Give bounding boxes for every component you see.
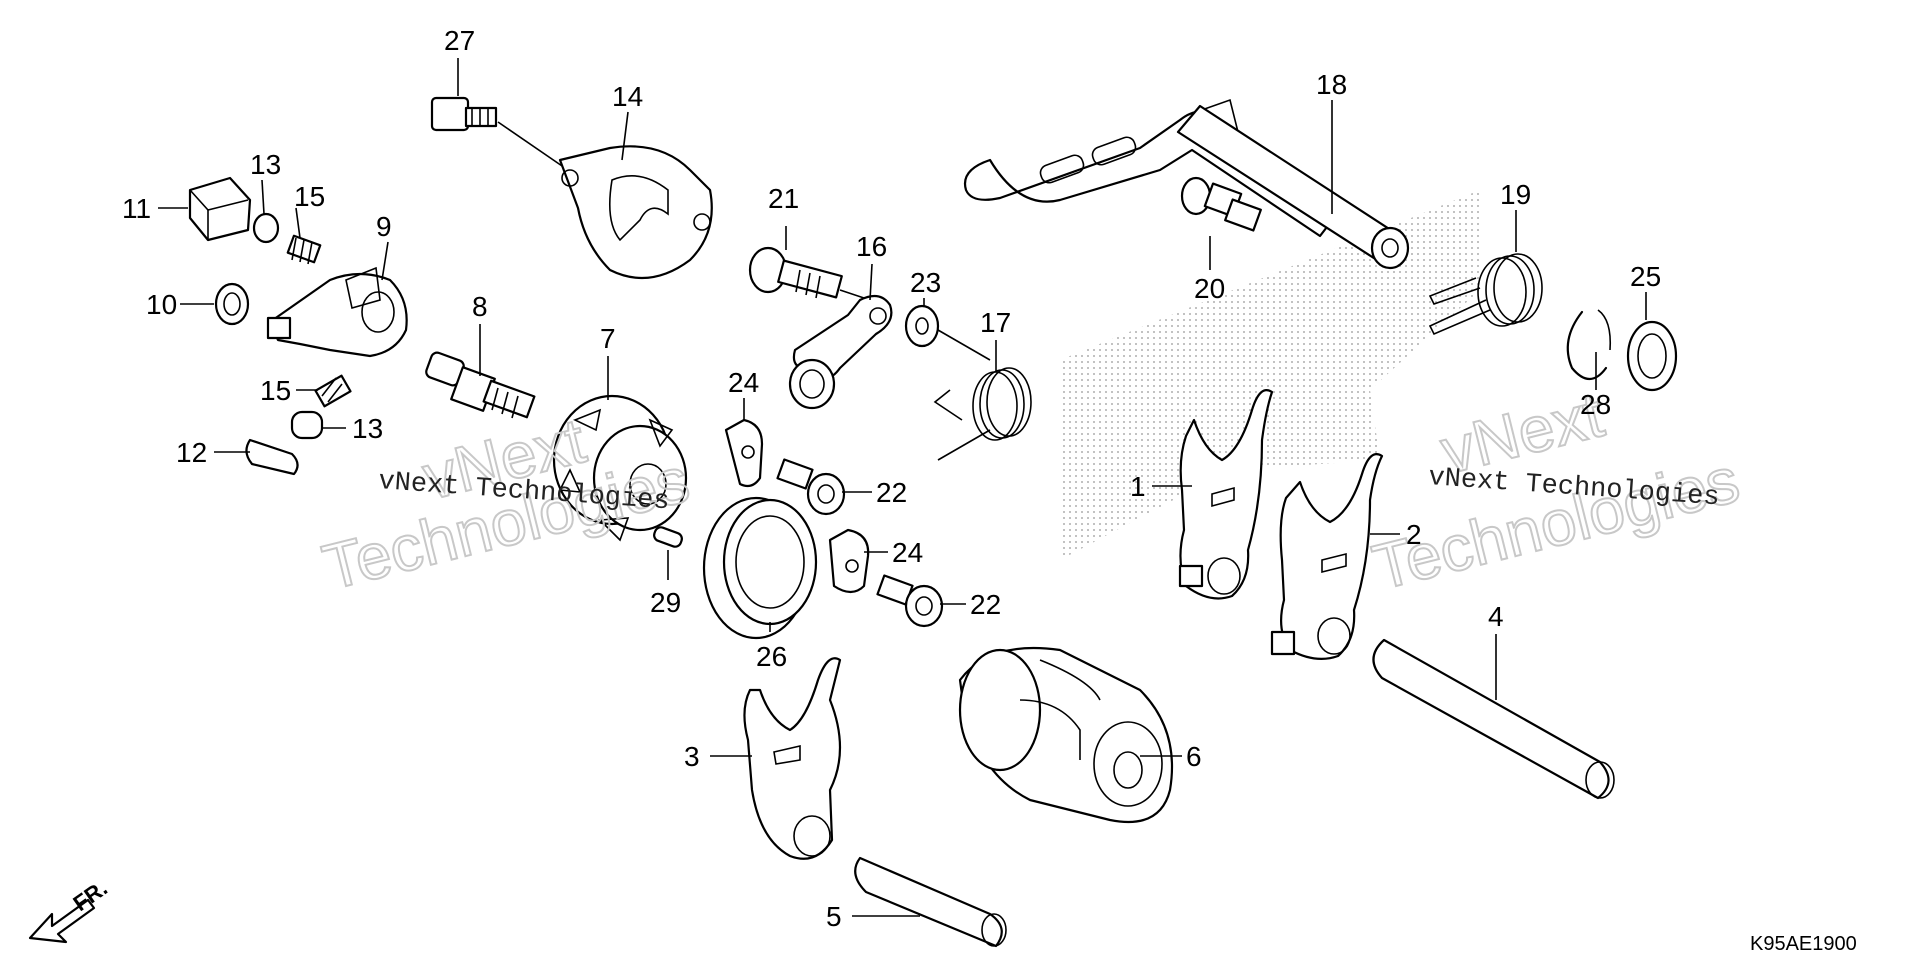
part-21-bolt[interactable] — [748, 246, 871, 301]
part-19-return-spring[interactable] — [1428, 253, 1543, 336]
callout-24-upper: 24 — [728, 367, 759, 398]
callout-1: 1 — [1130, 471, 1146, 502]
part-24-plate-lower[interactable] — [828, 528, 870, 594]
part-28-circlip[interactable] — [1566, 309, 1612, 381]
part-13-pin-upper[interactable] — [252, 212, 280, 244]
callout-28: 28 — [1580, 389, 1611, 420]
front-direction-indicator: FR. — [28, 875, 112, 944]
part-7-shift-drum-center[interactable] — [552, 394, 688, 542]
diagram-code: K95AE1900 — [1750, 933, 1857, 955]
callout-15-upper: 15 — [294, 181, 325, 212]
part-6-shift-drum[interactable] — [958, 646, 1174, 824]
callout-9: 9 — [376, 211, 392, 242]
callout-13-upper: 13 — [250, 149, 281, 180]
callout-18: 18 — [1316, 69, 1347, 100]
callout-26: 26 — [756, 641, 787, 672]
callout-21: 21 — [768, 183, 799, 214]
part-17-spring[interactable] — [933, 367, 1032, 461]
callout-17: 17 — [980, 307, 1011, 338]
part-9-stopper-arm[interactable] — [266, 266, 408, 358]
callout-29: 29 — [650, 587, 681, 618]
part-10-washer[interactable] — [214, 282, 250, 326]
watermark-word-4: Technologies — [1366, 443, 1746, 603]
part-27-bolt[interactable] — [430, 96, 566, 169]
leader-lines — [158, 58, 1647, 917]
part-25-washer[interactable] — [1626, 320, 1678, 392]
callout-22-lower: 22 — [970, 589, 1001, 620]
callout-15-lower: 15 — [260, 375, 291, 406]
part-29-pin[interactable] — [652, 526, 683, 549]
callout-8: 8 — [472, 291, 488, 322]
part-20-bolt[interactable] — [1180, 176, 1262, 232]
part-13-pin-lower[interactable] — [290, 410, 324, 440]
part-1-shift-fork[interactable] — [1178, 389, 1274, 600]
watermark: vNext Technologies vNext Technologies vN… — [315, 377, 1747, 604]
callout-7: 7 — [600, 323, 616, 354]
callout-11: 11 — [122, 193, 151, 224]
callout-4: 4 — [1488, 601, 1504, 632]
part-15-spring-upper[interactable] — [286, 234, 322, 265]
callout-25: 25 — [1630, 261, 1661, 292]
callout-12: 12 — [176, 437, 207, 468]
part-3-shift-fork[interactable] — [743, 657, 842, 860]
part-8-stud[interactable] — [425, 351, 536, 419]
part-22-bolt-lower[interactable] — [876, 574, 944, 628]
callout-5: 5 — [826, 901, 842, 932]
part-2-shift-fork[interactable] — [1270, 453, 1384, 661]
callout-16: 16 — [856, 231, 887, 262]
callout-2: 2 — [1406, 519, 1422, 550]
callout-22-upper: 22 — [876, 477, 907, 508]
part-18-gearshift-spindle[interactable] — [963, 98, 1410, 270]
callout-14: 14 — [612, 81, 643, 112]
part-11-block[interactable] — [188, 176, 252, 242]
callouts: 27 14 13 15 11 9 10 15 13 12 8 7 29 21 1… — [122, 25, 1661, 932]
part-24-plate-upper[interactable] — [724, 418, 764, 488]
callout-23: 23 — [910, 267, 941, 298]
callout-3: 3 — [684, 741, 700, 772]
arrow-icon — [28, 898, 96, 944]
callout-19: 19 — [1500, 179, 1531, 210]
shading — [1060, 190, 1480, 560]
part-22-bolt-upper[interactable] — [776, 458, 846, 516]
part-4-fork-shaft[interactable] — [1372, 638, 1615, 800]
part-14-plate[interactable] — [558, 145, 713, 280]
part-15-spring-lower[interactable] — [314, 374, 352, 408]
part-5-fork-shaft[interactable] — [854, 856, 1007, 948]
callout-24-lower: 24 — [892, 537, 923, 568]
callout-13-lower: 13 — [352, 413, 383, 444]
callout-10: 10 — [146, 289, 177, 320]
part-23-washer[interactable] — [904, 304, 991, 361]
part-16-stopper-arm[interactable] — [788, 294, 893, 410]
part-26-oil-seal[interactable] — [702, 496, 818, 640]
callout-20: 20 — [1194, 273, 1225, 304]
part-12-pin[interactable] — [245, 438, 299, 476]
callout-6: 6 — [1186, 741, 1202, 772]
callout-27: 27 — [444, 25, 475, 56]
